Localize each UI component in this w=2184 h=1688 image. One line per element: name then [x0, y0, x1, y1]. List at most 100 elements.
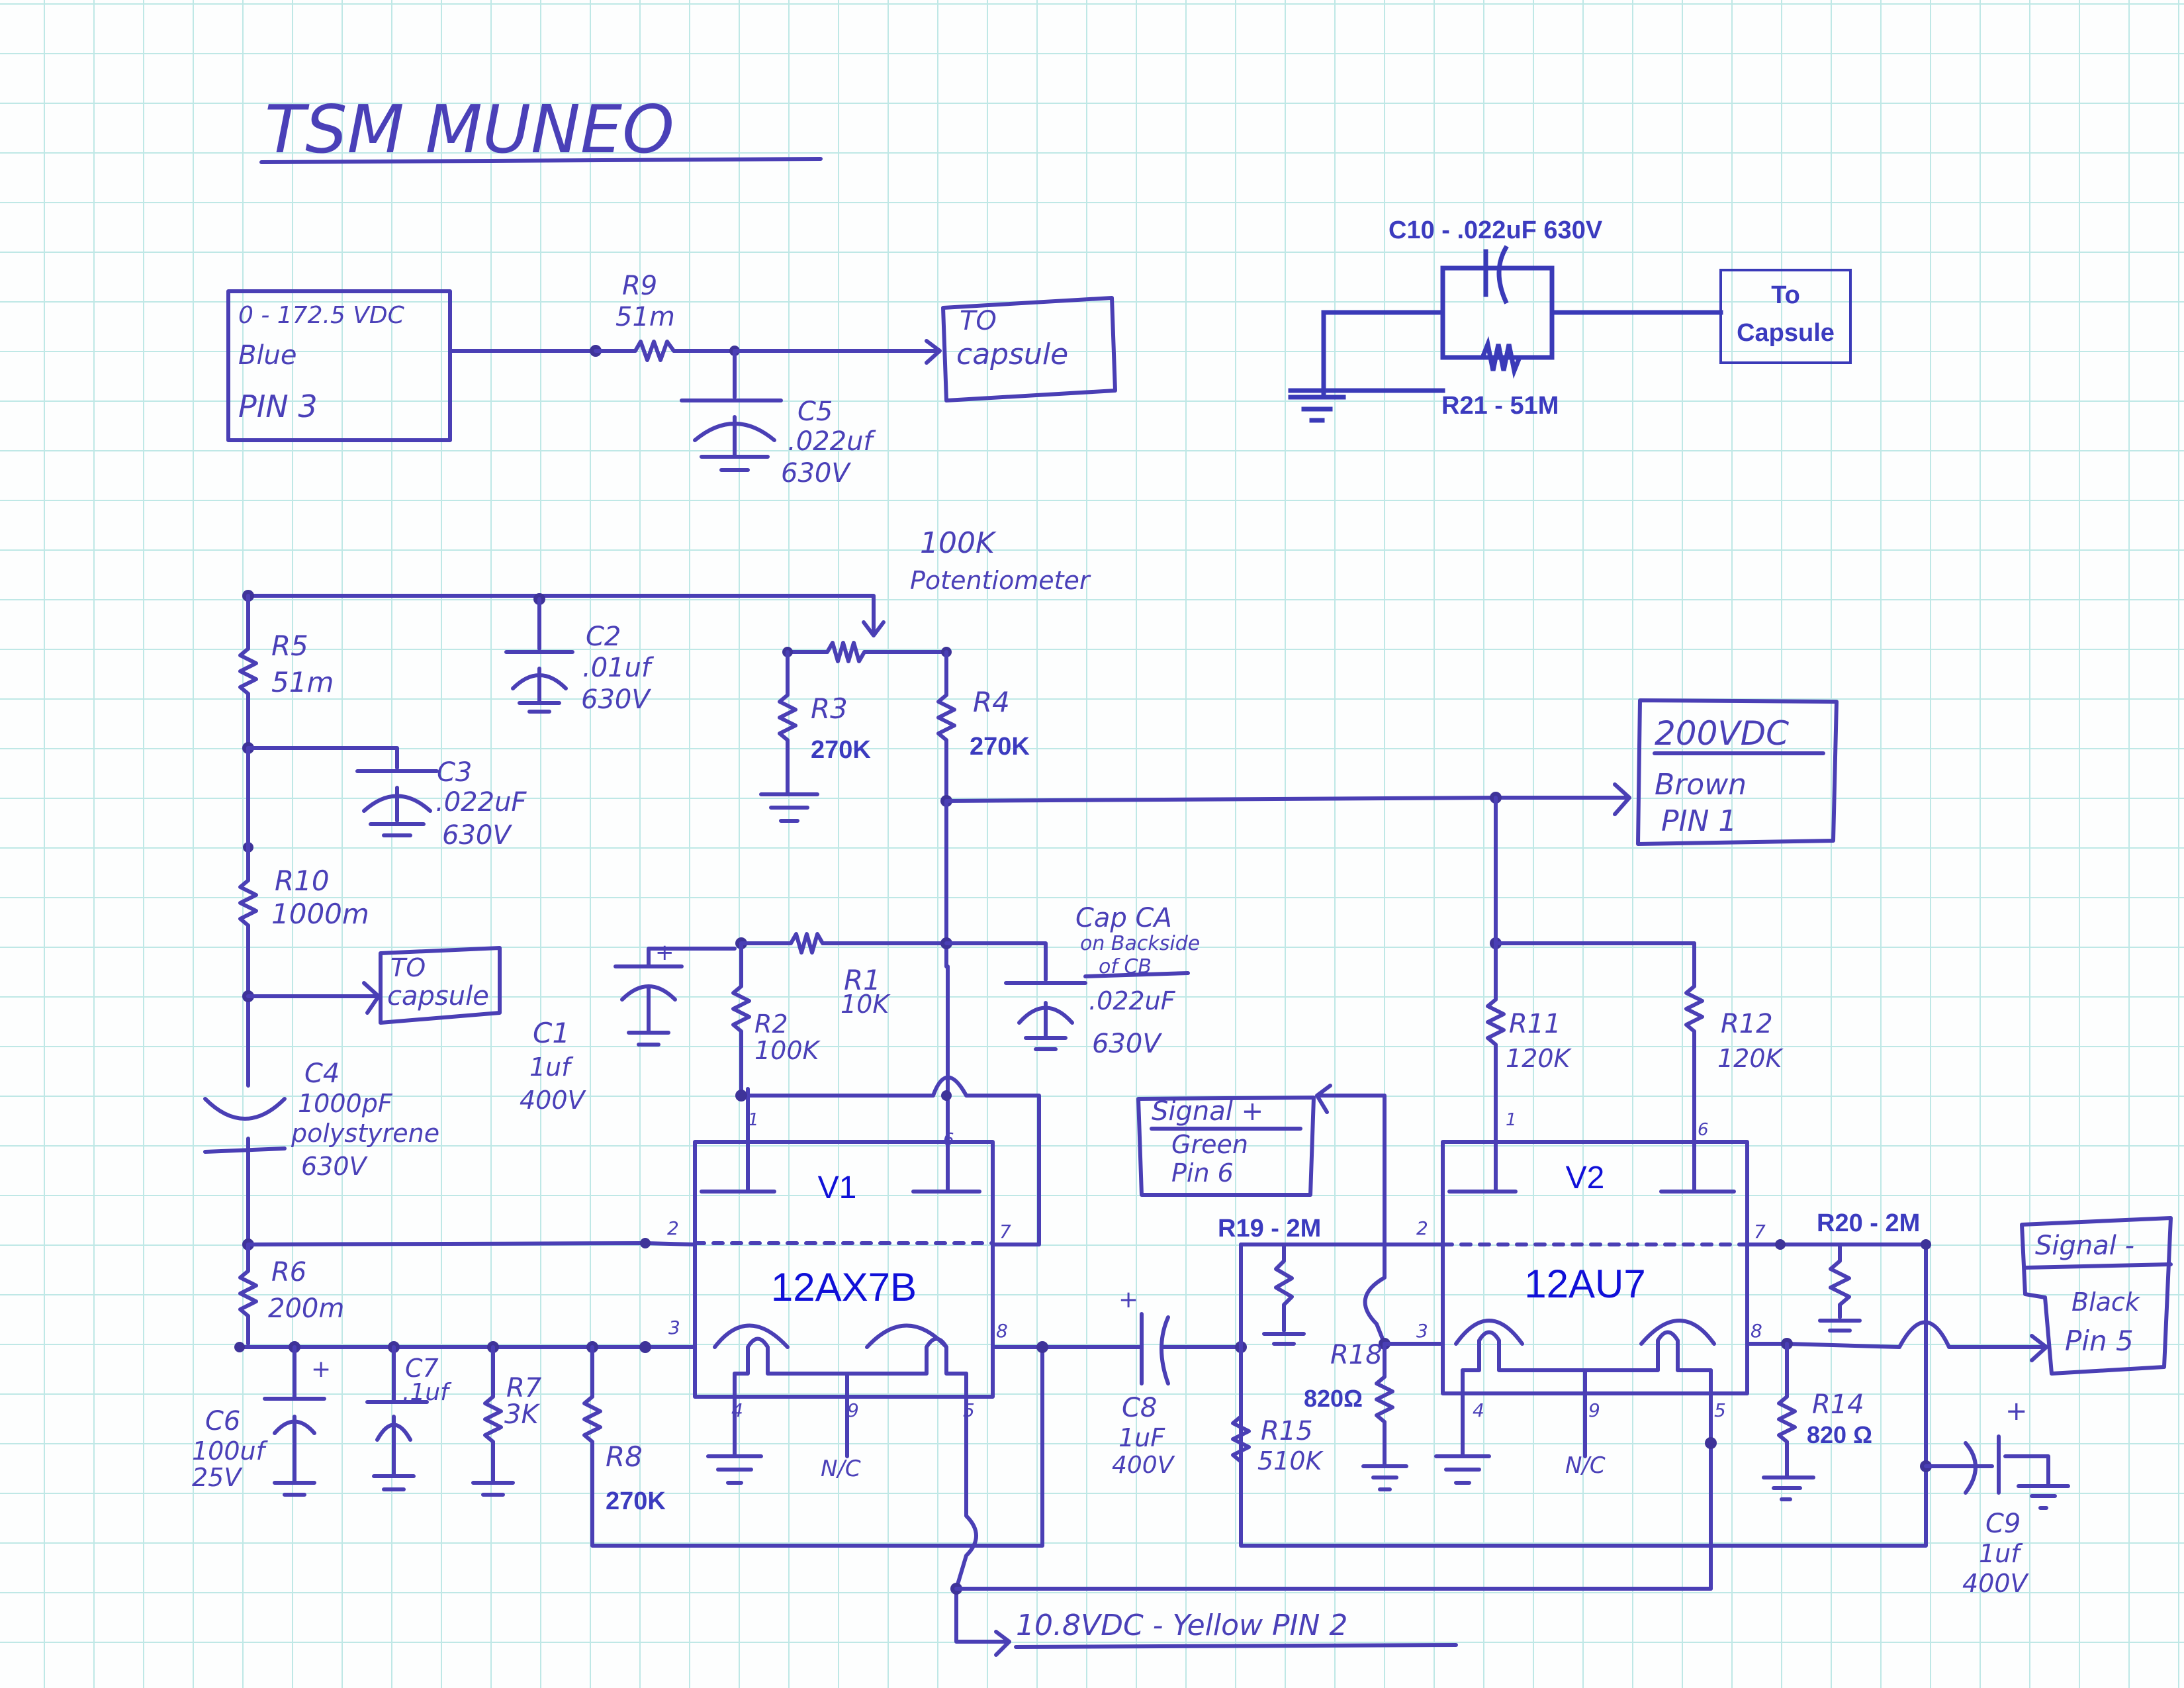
r2-resistor [731, 941, 1041, 1246]
c5-capacitor [680, 349, 783, 472]
c7-capacitor [365, 1345, 429, 1491]
r18-resistor [1361, 1342, 1445, 1491]
supply-voltage-label: 0 - 172.5 VDC [238, 302, 405, 329]
r11-ref: R11 [1509, 1009, 1561, 1039]
v2-pin-8: 8 [1751, 1320, 1762, 1342]
pot-value: 100K [920, 526, 997, 560]
r19-crossover [1363, 1243, 1387, 1346]
ground-icon [1288, 395, 1346, 423]
b-plus-connector: 200VDC Brown PIN 1 [1636, 698, 1839, 846]
c6-value: 100uf [192, 1436, 269, 1466]
r1-ref: R1 [844, 964, 881, 996]
r4-ref: R4 [973, 686, 1010, 718]
svg-text:TO: TO [960, 306, 997, 336]
v2-pin-7: 7 [1754, 1221, 1766, 1243]
v1-pin-3: 3 [668, 1317, 680, 1338]
r6-resistor [238, 1243, 258, 1346]
v2-ref: V2 [1566, 1160, 1605, 1196]
v1-pin4-ground [706, 1372, 763, 1485]
r15-ref: R15 [1261, 1416, 1313, 1446]
supply-pin-label: PIN 3 [238, 389, 318, 424]
r11-resistor [1486, 941, 1506, 1144]
b-plus-pin: PIN 1 [1661, 804, 1737, 838]
r20-resistor [1818, 1243, 1862, 1333]
v2-pin-6: 6 [1698, 1120, 1709, 1140]
c9-plus: + [2005, 1396, 2028, 1427]
v2-pin-5: 5 [1714, 1399, 1726, 1421]
v2-pin4-ground [1434, 1368, 1491, 1485]
arrow-to-capsule [246, 981, 381, 1015]
r14-ref: R14 [1812, 1389, 1864, 1420]
r21-resistor [1440, 336, 1555, 379]
ca-value: .022uF [1089, 986, 1176, 1015]
r7-resistor [471, 1345, 515, 1497]
r6-ref: R6 [271, 1257, 306, 1288]
v1-ref: V1 [818, 1170, 857, 1205]
junction [1775, 1239, 1786, 1250]
r19-resistor [1262, 1243, 1306, 1346]
page-title: TSM MUNEO [265, 91, 674, 168]
r12-resistor [1684, 941, 1704, 1144]
v2-pin-9: 9 [1588, 1399, 1600, 1421]
c9-voltage: 400V [1962, 1569, 2030, 1598]
c1-plus: + [655, 939, 674, 966]
junction [639, 1341, 651, 1353]
r19-label: R19 - 2M [1218, 1215, 1321, 1243]
potentiometer [786, 641, 948, 663]
r12-value: 120K [1717, 1044, 1784, 1073]
signal-neg-label: Signal - [2035, 1231, 2134, 1261]
r5-value: 51m [271, 666, 334, 698]
signal-pos-label: Signal + [1152, 1096, 1263, 1127]
r14-value: 820 Ω [1807, 1421, 1872, 1448]
c4-value: 1000pF [298, 1089, 393, 1118]
svg-text:To: To [1771, 281, 1800, 309]
signal-neg-color: Black [2071, 1288, 2141, 1317]
c1-value: 1uf [529, 1053, 574, 1082]
c4-type: polystyrene [291, 1119, 439, 1148]
signal-pos-color: Green [1171, 1130, 1248, 1159]
r9-value: 51m [615, 302, 675, 332]
ca-capacitor [944, 941, 1087, 1051]
c4-capacitor [203, 1097, 287, 1246]
v2-pin-1: 1 [1506, 1110, 1517, 1130]
top-rail-wire [246, 594, 886, 637]
signal-pos-connector: Signal + Green Pin 6 [1136, 1096, 1316, 1197]
c4-voltage: 630V [301, 1152, 369, 1181]
junction [1921, 1239, 1931, 1250]
b-plus-voltage: 200VDC [1655, 714, 1789, 753]
capsule-network-wiring [1324, 265, 1555, 360]
c9-capacitor [1924, 1434, 2070, 1510]
to-capsule-box-2: To Capsule [1719, 269, 1852, 364]
signal-pos-wire [1315, 1084, 1387, 1246]
c8-capacitor [1123, 1312, 1243, 1385]
v1-pin-7: 7 [999, 1221, 1011, 1243]
r14-resistor [1762, 1342, 1815, 1501]
junction [735, 1090, 747, 1102]
r10-resistor [238, 746, 258, 1088]
r8-ref: R8 [606, 1440, 643, 1473]
c8-value: 1uF [1118, 1423, 1165, 1452]
supply-color-label: Blue [238, 340, 297, 371]
c6-ref: C6 [205, 1406, 240, 1436]
svg-text:TO: TO [390, 953, 426, 982]
junction [1705, 1437, 1717, 1449]
c1-capacitor [620, 984, 677, 1047]
r3-resistor [759, 650, 819, 823]
c1-top-wire [614, 947, 737, 968]
r9-resistor [594, 340, 737, 362]
r18-ref: R18 [1330, 1340, 1383, 1370]
svg-text:capsule: capsule [956, 338, 1068, 371]
r3-value: 270K [811, 736, 871, 764]
r21-label: R21 - 51M [1441, 392, 1559, 420]
r18-value: 820Ω [1304, 1385, 1363, 1412]
svg-text:Capsule: Capsule [1737, 319, 1835, 347]
r1-resistor [739, 932, 948, 955]
v1-tube: V1 12AX7B 1 6 2 7 3 8 4 9 5 N/C [667, 964, 1011, 1482]
c7-ref: C7 [405, 1354, 439, 1383]
c2-voltage: 630V [581, 684, 651, 715]
r5-resistor [238, 594, 258, 750]
junction [640, 1238, 651, 1248]
c9-ref: C9 [1985, 1509, 2021, 1539]
c2-value: .01uf [582, 653, 655, 683]
